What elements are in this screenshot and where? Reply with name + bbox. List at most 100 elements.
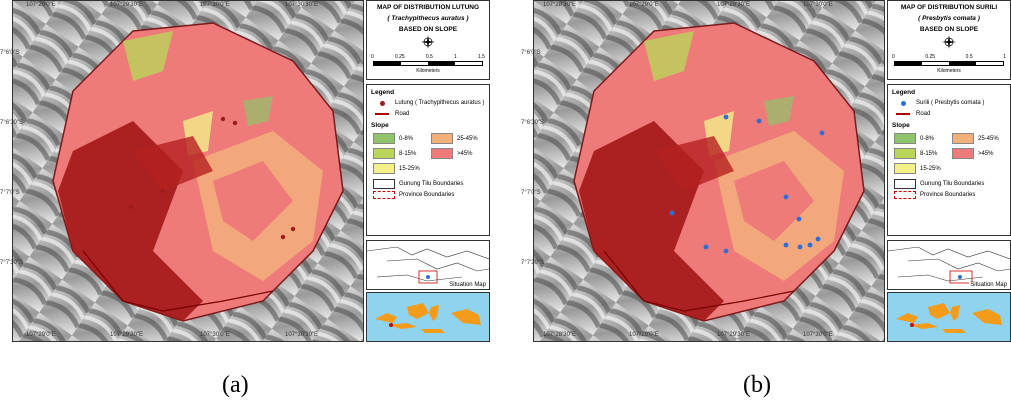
top-coord-label: 107°29'0"E [629,2,659,8]
bottom-coord-label: 107°29'0"E [26,332,56,338]
map-title: MAP OF DISTRIBUTION LUTUNG [376,4,480,11]
road-line-icon [375,113,389,115]
slope-class: 15-25% [373,163,431,174]
occurrence-point [815,236,821,242]
left-coord-label: 7°6'30"S [521,120,545,126]
top-coord-label: 107°30'0"E [803,2,833,8]
legend-title: Legend [371,89,395,96]
legend-province: Province Boundaries [373,191,489,199]
legend-road: Road [373,110,489,118]
slope-class: >45% [952,148,1010,159]
slope-class: 8-15% [373,148,431,159]
north-arrow-icon [421,35,435,49]
slope-class: 0-8% [373,133,431,144]
slope-class: 15-25% [894,163,952,174]
occurrence-point [669,210,675,216]
map-subtitle: BASED ON SLOPE [919,26,979,33]
occurrence-point [703,244,709,250]
legend-title: Legend [892,89,916,96]
slope-class: 25-45% [952,133,1010,144]
north-arrow-icon [942,35,956,49]
occurrence-point [280,234,286,240]
legend-boundary: Gunung Tilu Boundaries [373,179,489,189]
road-line-icon [896,113,910,115]
species-points [128,116,296,240]
scale-ticks: 0 0.25 0.5 1 [892,54,1006,60]
map-frame [12,0,364,342]
occurrence-point [797,244,803,250]
species-points [669,114,825,254]
left-coord-label: 7°6'30"S [0,120,24,126]
legend-species: Lutung ( Trachypithecus auratus ) [373,99,489,107]
legend-boundary: Gunung Tilu Boundaries [894,179,1010,189]
caption-a: (a) [222,372,249,398]
species-scientific-name: ( Presbytis comata ) [918,15,980,22]
situation-map-label: Situation Map [969,282,1008,288]
map-panel-a: 107°29'0"E 107°29'30"E 107°30'0"E 107°30… [0,0,490,360]
occurrence-point [723,114,729,120]
map-frame [533,0,885,342]
legend-road: Road [894,110,1010,118]
occurrence-point [783,194,789,200]
scale-bar [373,61,483,66]
occurrence-point [160,188,166,194]
top-coord-label: 107°30'30"E [285,2,319,8]
occurrence-point [220,116,226,122]
left-coord-label: 7°6'0"S [521,50,541,56]
legend-province: Province Boundaries [894,191,1010,199]
slope-class: 0-8% [894,133,952,144]
species-dot-icon [379,100,385,106]
top-coord-label: 107°29'0"E [26,2,56,8]
occurrence-point [128,204,134,210]
top-coord-label: 107°29'30"E [110,2,144,8]
left-coord-label: 7°7'30"S [0,260,24,266]
caption-b: (b) [743,372,771,398]
legend-box: Legend Surili ( Presbytis comata ) Road … [887,84,1011,236]
legend-box: Legend Lutung ( Trachypithecus auratus )… [366,84,490,236]
left-coord-label: 7°7'30"S [521,260,545,266]
scale-ticks: 0 0.25 0.5 1 1.5 [371,54,485,60]
bottom-coord-label: 107°29'0"E [629,332,659,338]
species-dot-icon [900,100,906,106]
slope-class: >45% [431,148,489,159]
road-line [82,250,274,312]
occurrence-point [290,226,296,232]
study-area [52,22,344,322]
species-scientific-name: ( Trachypithecus auratus ) [387,15,469,22]
situation-map: Situation Map [887,240,1011,290]
occurrence-point [232,120,238,126]
study-area [573,22,865,322]
bottom-coord-label: 107°30'30"E [285,332,319,338]
map-title-box: MAP OF DISTRIBUTION LUTUNG ( Trachypithe… [366,0,490,80]
left-coord-label: 7°7'0"S [0,190,20,196]
bottom-coord-label: 107°29'30"E [717,332,751,338]
map-title-box: MAP OF DISTRIBUTION SURILI ( Presbytis c… [887,0,1011,80]
slope-title: Slope [892,122,910,129]
slope-legend: 0-8% 25-45% 8-15% >45% 15-25% [373,133,489,174]
map-title: MAP OF DISTRIBUTION SURILI [900,4,998,11]
bottom-coord-label: 107°30'0"E [200,332,230,338]
scale-unit: Kilometers [416,68,440,74]
situation-map: Situation Map [366,240,490,290]
left-coord-label: 7°7'0"S [521,190,541,196]
bottom-coord-label: 107°30'0"E [803,332,833,338]
bottom-coord-label: 107°28'30"E [543,332,577,338]
occurrence-point [796,216,802,222]
indonesia-inset-map [887,292,1011,342]
slope-class: 25-45% [431,133,489,144]
occurrence-point [819,130,825,136]
slope-legend: 0-8% 25-45% 8-15% >45% 15-25% [894,133,1010,174]
occurrence-point [756,118,762,124]
top-coord-label: 107°28'30"E [543,2,577,8]
map-panel-b: 107°28'30"E 107°29'0"E 107°29'30"E 107°3… [521,0,1011,360]
map-subtitle: BASED ON SLOPE [398,26,458,33]
scale-bar [894,61,1004,66]
top-coord-label: 107°29'30"E [717,2,751,8]
bottom-coord-label: 107°29'30"E [110,332,144,338]
occurrence-point [783,242,789,248]
slope-class: 8-15% [894,148,952,159]
top-coord-label: 107°30'0"E [200,2,230,8]
scale-unit: Kilometers [937,68,961,74]
indonesia-inset-map [366,292,490,342]
occurrence-point [723,248,729,254]
